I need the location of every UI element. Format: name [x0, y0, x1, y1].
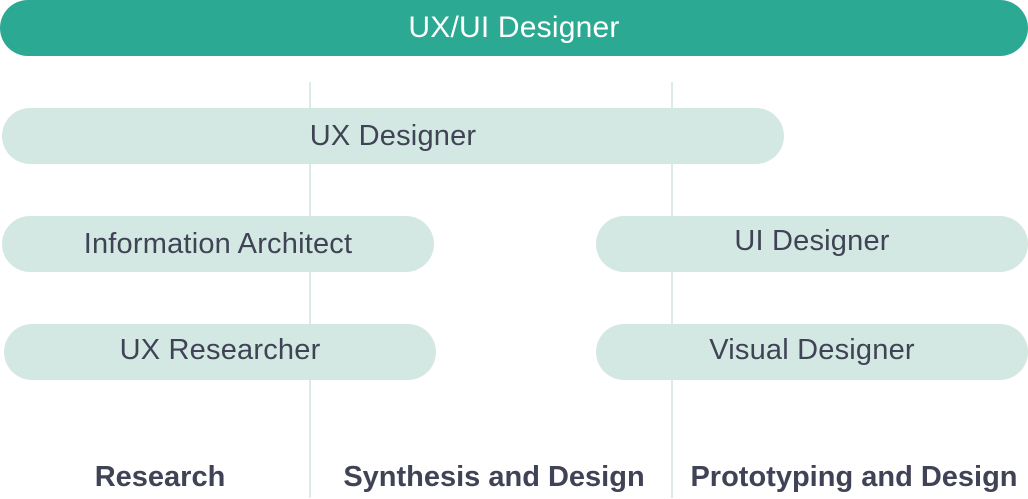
phase-label-research: Research	[94, 460, 226, 493]
ui-designer-pill: UI Designer	[596, 216, 1028, 272]
ux-researcher-pill: UX Researcher	[4, 324, 436, 380]
ux-ui-designer-pill: UX/UI Designer	[0, 0, 1028, 56]
phase-label-prototyping: Prototyping and Design	[690, 460, 1018, 493]
visual-designer-pill: Visual Designer	[596, 324, 1028, 380]
information-architect-pill: Information Architect	[2, 216, 434, 272]
ux-designer-pill: UX Designer	[2, 108, 784, 164]
phase-divider-2	[671, 82, 673, 498]
phase-label-synthesis: Synthesis and Design	[343, 460, 645, 493]
phase-divider-1	[309, 82, 311, 498]
